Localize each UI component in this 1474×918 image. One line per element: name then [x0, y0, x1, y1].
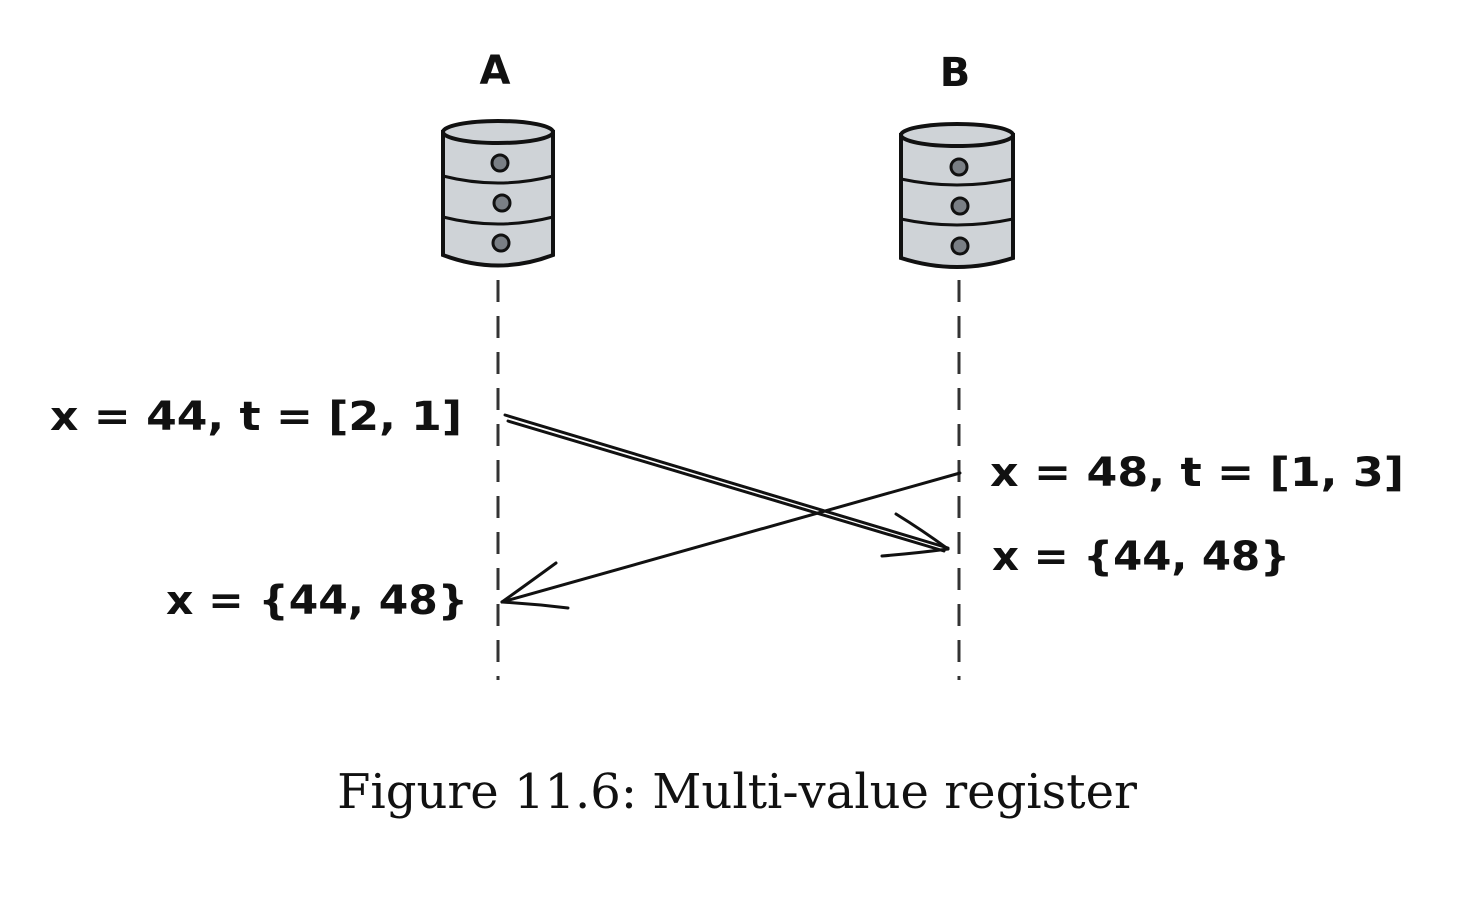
node-a-label: A: [480, 48, 511, 94]
database-icon: [899, 122, 1015, 269]
node-b-result-label: x = {44, 48}: [992, 534, 1290, 580]
message-arrow-a-to-b: [503, 413, 950, 558]
node-b-write-label: x = 48, t = [1, 3]: [990, 450, 1404, 496]
node-a-result-label: x = {44, 48}: [166, 578, 468, 624]
node-b-label: B: [940, 50, 971, 96]
figure-caption: Figure 11.6: Multi-value register: [337, 764, 1137, 820]
message-arrow-b-to-a: [500, 471, 962, 610]
database-icon: [441, 119, 555, 268]
node-a-write-label: x = 44, t = [2, 1]: [50, 394, 462, 440]
